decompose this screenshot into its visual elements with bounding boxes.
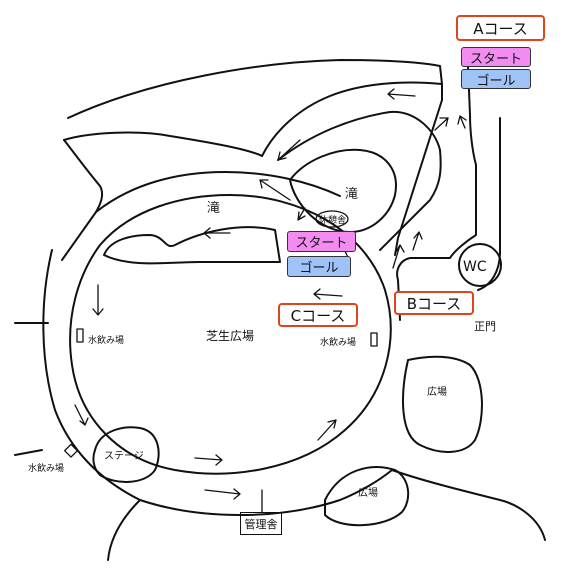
left-entrance-road — [14, 322, 49, 456]
wc-building — [458, 243, 502, 287]
course-c-start-badge: スタート — [287, 231, 356, 252]
water-fountain-icon — [63, 443, 79, 458]
road-left-diagonal — [61, 139, 104, 261]
shibafu-label: 芝生広場 — [206, 328, 254, 343]
course-b-label: Bコース — [394, 291, 474, 315]
hiroba-right-label: 広場 — [427, 385, 447, 398]
taki-left-label: 滝 — [207, 201, 220, 216]
right-road-line — [394, 83, 443, 256]
waterfall-pond-left — [103, 226, 281, 265]
plaza-bottom — [324, 466, 410, 527]
road-right-lower — [391, 469, 546, 541]
right-edge-road — [477, 117, 501, 291]
mizunomiba-left-label: 水飲み場 — [88, 334, 124, 346]
kyukeisha-label: 休憩舎 — [319, 214, 346, 226]
plaza-right — [402, 355, 483, 453]
kanrisha-label: 管理舎 — [244, 517, 278, 531]
arrow-icon — [74, 88, 467, 500]
kanrisha-box: 管理舎 — [240, 512, 282, 535]
course-c-goal-badge: ゴール — [287, 256, 351, 277]
course-a-label: Aコース — [456, 15, 545, 41]
stage-label: ステージ — [104, 451, 144, 462]
right-branch-road — [396, 65, 477, 321]
road-upper-branch — [63, 131, 263, 157]
main-circle — [69, 194, 392, 475]
hiroba-bottom-label: 広場 — [358, 486, 378, 499]
outer-ring-road-upper — [95, 171, 341, 213]
upper-wedge — [277, 110, 442, 251]
course-c-label: Cコース — [278, 303, 358, 327]
mizunomiba-right-label: 水飲み場 — [320, 336, 356, 348]
course-a-goal-badge: ゴール — [461, 69, 531, 89]
road-bottom-left — [107, 499, 141, 561]
water-fountain-icon — [370, 332, 378, 347]
mizunomiba-bottom-label: 水飲み場 — [28, 462, 64, 474]
seimon-label: 正門 — [474, 320, 496, 333]
wc-label: WC — [463, 259, 487, 275]
taki-top-label: 滝 — [345, 187, 358, 202]
course-a-start-badge: スタート — [461, 47, 531, 67]
stage-shape — [92, 426, 160, 483]
outer-ring-road-lower — [139, 469, 393, 516]
waterfall-pond-top — [289, 148, 397, 233]
outer-ring-road — [42, 249, 141, 501]
road-top-sweep — [67, 59, 443, 157]
kyukeisha-bubble — [315, 210, 349, 228]
water-fountain-icon — [76, 328, 84, 343]
